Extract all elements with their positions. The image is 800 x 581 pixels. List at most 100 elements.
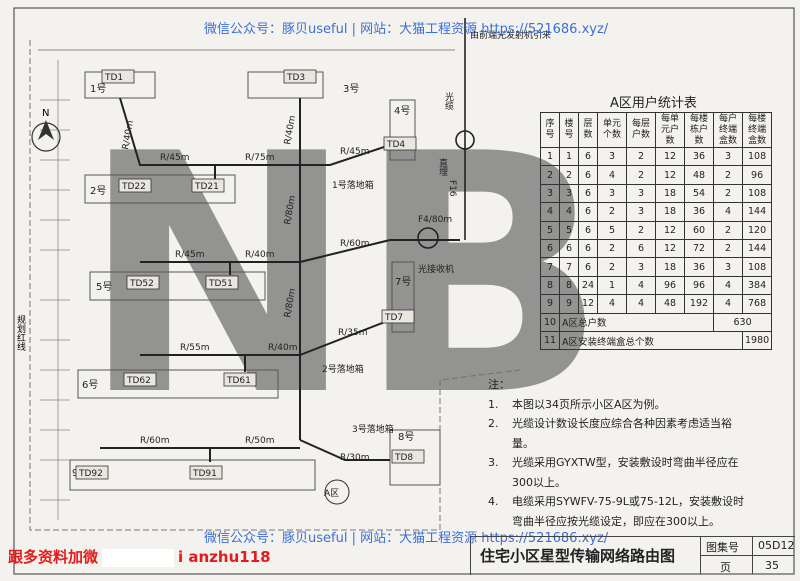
- table-cell: 6: [578, 202, 598, 222]
- total-value: 1980: [741, 330, 773, 351]
- stats-header-6: 每楼栋户数: [684, 112, 714, 148]
- td-box-label-td8: TD8: [394, 453, 413, 463]
- cable-label-13: R/60m: [140, 436, 170, 446]
- td-box-td7: [381, 309, 415, 324]
- table-cell: 12: [655, 165, 685, 185]
- table-cell: 6: [540, 238, 560, 259]
- f16-label: F16: [447, 180, 457, 197]
- note-item: 1.本图以34页所示小区A区为例。: [488, 395, 748, 415]
- table-cell: 6: [559, 238, 579, 259]
- table-cell: 7: [559, 257, 579, 277]
- fiber-splice-receiver: [417, 227, 439, 249]
- cable-receiver: [299, 239, 460, 263]
- table-cell: 3: [626, 183, 656, 204]
- cable-routes: [100, 97, 460, 462]
- cable-label-11: R/55m: [180, 343, 210, 353]
- cable-label-8: R/60m: [340, 239, 370, 249]
- stats-header-7: 每户终端盒数: [713, 112, 743, 148]
- table-cell: 4: [713, 294, 743, 314]
- cable-td4: [300, 144, 391, 166]
- td-box-td61: [223, 372, 257, 387]
- building-7: [391, 261, 415, 333]
- overlay-letters: NB: [80, 84, 608, 468]
- table-cell: 3: [559, 183, 579, 204]
- td-box-label-td91: TD91: [192, 469, 217, 479]
- note-number: 4.: [488, 495, 499, 508]
- table-cell: 6: [578, 183, 598, 204]
- title-block-hline: [700, 555, 794, 556]
- table-cell: 96: [655, 275, 685, 296]
- note-text: 光缆采用GYXTW型，安装敷设时弯曲半径应在300以上。: [512, 456, 739, 489]
- building-label-1: 1号: [90, 83, 106, 95]
- watermark-bottom: 微信公众号：豚贝useful | 网站：大猫工程资源 https://52168…: [204, 531, 609, 546]
- td-box-label-td52: TD52: [129, 279, 154, 289]
- cable-label-14: R/50m: [245, 436, 275, 446]
- table-cell: 8: [559, 275, 579, 296]
- table-cell: 96: [684, 275, 714, 296]
- td-box-td21: [191, 178, 225, 193]
- notes: 注： 1.本图以34页所示小区A区为例。2.光缆设计数设长度应综合各种因素考虑适…: [488, 375, 748, 531]
- promo-right: i anzhu118: [178, 548, 271, 566]
- td-box-td92: [75, 465, 109, 480]
- table-cell: 2: [713, 165, 743, 185]
- td-box-label-td7: TD7: [384, 313, 403, 323]
- td-box-label-td1: TD1: [104, 73, 123, 83]
- table-cell: 6: [578, 146, 598, 167]
- promo-left: 跟多资料加微: [8, 548, 99, 566]
- building-label-6: 6号: [82, 379, 98, 391]
- table-cell: 54: [684, 183, 714, 204]
- total-label: A区安装终端盒总个数: [559, 330, 743, 351]
- building-8: [389, 429, 441, 486]
- watermark-top: 微信公众号：豚贝useful | 网站：大猫工程资源 https://52168…: [204, 22, 609, 37]
- td-box-label-td92: TD92: [78, 469, 103, 479]
- td-box-label-td62: TD62: [126, 376, 151, 386]
- td-box-td3: [283, 69, 317, 84]
- table-cell: 72: [684, 238, 714, 259]
- left-plan-strips: [40, 60, 70, 520]
- notes-label: 注：: [488, 378, 510, 391]
- table-cell: 18: [655, 183, 685, 204]
- building-label-5: 5号: [96, 281, 112, 293]
- table-cell: 108: [741, 183, 773, 204]
- table-cell: 108: [741, 257, 773, 277]
- table-cell: 36: [684, 146, 714, 167]
- table-cell: 2: [626, 220, 656, 240]
- table-cell: 4: [713, 275, 743, 296]
- zone-label: A区: [324, 488, 339, 499]
- table-cell: 2: [559, 165, 579, 185]
- td-box-td91: [189, 465, 223, 480]
- td-box-label-td4: TD4: [386, 140, 405, 150]
- table-cell: 144: [741, 238, 773, 259]
- table-cell: 48: [684, 165, 714, 185]
- cable-label-15: R/30m: [340, 453, 370, 463]
- table-cell: 24: [578, 275, 598, 296]
- table-cell: 3: [597, 183, 627, 204]
- table-cell: 8: [540, 275, 560, 296]
- plan-line-label: 规划红线: [15, 315, 26, 351]
- table-cell: 5: [559, 220, 579, 240]
- table-cell: 12: [655, 146, 685, 167]
- table-cell: 1: [540, 146, 560, 167]
- table-cell: 3: [597, 146, 627, 167]
- td-box-label-td3: TD3: [286, 73, 305, 83]
- table-cell: 4: [559, 202, 579, 222]
- cable-td7: [299, 319, 391, 356]
- table-cell: 2: [597, 257, 627, 277]
- table-cell: 4: [626, 294, 656, 314]
- total-no: 10: [540, 312, 560, 332]
- f4-label: F4/80m: [418, 215, 452, 225]
- drawing-title: 住宅小区星型传输网络路由图: [480, 547, 676, 565]
- td-box-td62: [123, 372, 157, 387]
- table-cell: 3: [626, 202, 656, 222]
- td-box-td8: [391, 449, 425, 464]
- table-cell: 36: [684, 257, 714, 277]
- page-no: 35: [765, 559, 779, 572]
- table-cell: 6: [626, 238, 656, 259]
- table-cell: 6: [578, 257, 598, 277]
- cable-label-4: R/45m: [340, 147, 370, 157]
- td-box-label-td22: TD22: [121, 182, 146, 192]
